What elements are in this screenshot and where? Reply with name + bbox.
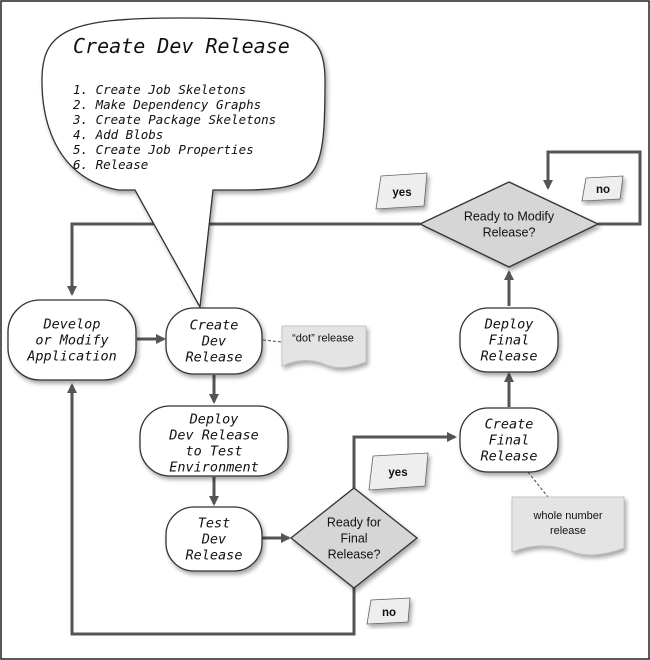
- dot-release-leader: [262, 339, 283, 343]
- bubble-step: 4. Add Blobs: [73, 127, 163, 142]
- whole-number-line: release: [550, 525, 586, 537]
- bubble-step: 6. Release: [73, 157, 148, 172]
- svg-text:yes: yes: [388, 467, 407, 479]
- deploy-final-line: Final: [489, 333, 530, 349]
- bubble-step: 2. Make Dependency Graphs: [73, 97, 261, 112]
- note-whole-number-release: whole number release: [511, 496, 625, 556]
- create-dev-line: Create: [190, 318, 239, 334]
- ready-modify-line: Release?: [483, 226, 536, 240]
- note-dot-release: “dot” release: [281, 325, 367, 368]
- ready-modify-line: Ready to Modify: [464, 210, 555, 224]
- tag-yes-top: yes: [375, 172, 428, 210]
- edge-ready-final-yes: [352, 432, 457, 488]
- ready-final-line: Ready for: [327, 516, 381, 530]
- tag-no-bottom: no: [366, 597, 411, 625]
- edge-ready-final-no: [67, 383, 356, 636]
- create-final-line: Create: [485, 417, 534, 433]
- test-dev-line: Dev: [201, 532, 226, 548]
- bubble-step: 1. Create Job Skeletons: [73, 82, 246, 97]
- whole-number-leader: [527, 471, 549, 498]
- create-final-line: Release: [481, 449, 538, 465]
- ready-final-line: Final: [340, 532, 367, 546]
- edge-ready-modify-yes: [67, 222, 420, 296]
- develop-line: or Modify: [35, 333, 109, 349]
- whole-number-line: whole number: [532, 510, 602, 522]
- deploy-final-line: Deploy: [484, 317, 535, 333]
- deploy-dev-line: Environment: [169, 460, 258, 476]
- create-dev-line: Release: [186, 350, 243, 366]
- svg-text:no: no: [382, 607, 396, 619]
- svg-text:no: no: [596, 184, 610, 196]
- connectors: [67, 150, 642, 636]
- tag-yes-bottom: yes: [368, 452, 429, 491]
- test-dev-line: Release: [186, 548, 243, 564]
- speech-bubble: Create Dev Release 1. Create Job Skeleto…: [41, 17, 326, 310]
- develop-line: Application: [26, 349, 116, 365]
- ready-final-line: Release?: [328, 548, 381, 562]
- create-final-line: Final: [489, 433, 530, 449]
- bubble-title: Create Dev Release: [73, 34, 290, 58]
- svg-text:yes: yes: [392, 187, 411, 199]
- deploy-dev-line: to Test: [186, 444, 243, 460]
- bubble-step: 5. Create Job Properties: [73, 142, 254, 157]
- dot-release-line: “dot” release: [292, 333, 354, 345]
- test-dev-line: Test: [198, 516, 231, 532]
- edge-ready-modify-no: [543, 150, 642, 226]
- develop-line: Develop: [43, 317, 101, 333]
- deploy-dev-line: Dev Release: [168, 428, 258, 444]
- deploy-final-line: Release: [481, 349, 538, 365]
- create-dev-line: Dev: [201, 334, 226, 350]
- deploy-dev-line: Deploy: [189, 412, 240, 428]
- tag-no-top: no: [581, 175, 624, 202]
- speech-bubble-shape: [41, 17, 326, 310]
- bubble-step: 3. Create Package Skeletons: [72, 112, 276, 127]
